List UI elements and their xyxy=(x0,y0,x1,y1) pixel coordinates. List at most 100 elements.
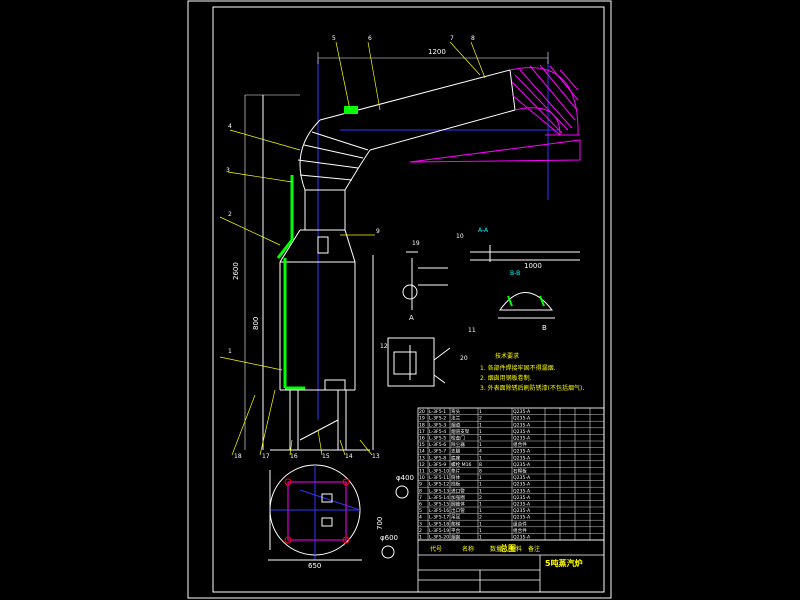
bom-cell: 进口管 xyxy=(451,487,465,494)
bom-header-label: 数量 xyxy=(490,545,502,553)
notes-line-2: 2. 烟囱用钢板卷制. xyxy=(480,374,532,382)
bom-header-label: 备注 xyxy=(528,545,540,553)
bom-cell: 3 xyxy=(419,521,422,527)
bom-cell: 出口管 xyxy=(451,507,465,514)
title-block xyxy=(417,539,605,593)
bom-cell: 14 xyxy=(419,449,425,455)
bom-cell: L-3F5-19 xyxy=(429,528,449,534)
bom-cell: L-3F5-10 xyxy=(429,469,449,475)
part-balloon: 1 xyxy=(228,348,232,355)
dim-plan-height: 700 xyxy=(376,517,384,530)
outer-frame xyxy=(187,0,612,599)
dim-b-width: 1000 xyxy=(524,262,542,270)
bom-cell: 2 xyxy=(479,495,482,501)
dim-top: 1200 xyxy=(428,48,446,56)
bom-cell: 组合件 xyxy=(513,441,527,448)
drawing-type: 总图 xyxy=(500,543,516,553)
bom-cell: L-3F5-11 xyxy=(429,475,449,481)
bom-cell: 1 xyxy=(479,436,482,442)
bom-cell: 13 xyxy=(419,455,425,461)
bom-header-label: 代号 xyxy=(430,545,442,553)
product-name: 5吨蒸汽炉 xyxy=(545,558,583,568)
dim-circle-1: φ400 xyxy=(396,474,414,482)
bom-cell: 除尘器 xyxy=(451,441,465,448)
bom-cell: 1 xyxy=(479,508,482,514)
bom-cell: L-3F5-16 xyxy=(429,508,449,514)
bom-cell: 1 xyxy=(479,475,482,481)
bom-cell: 弯头 xyxy=(451,408,461,415)
bom-cell: L-3F5-6 xyxy=(429,442,446,448)
bom-cell: Q235-A xyxy=(513,422,531,428)
bom-cell: 18 xyxy=(419,422,425,428)
bom-cell: Q235-A xyxy=(513,515,531,521)
bom-cell: 1 xyxy=(479,409,482,415)
bom-cell: 烟囱 xyxy=(451,534,461,541)
part-balloon: 9 xyxy=(376,228,380,235)
part-balloon: 10 xyxy=(456,233,464,240)
bom-cell: 19 xyxy=(419,416,425,422)
bom-cell: 17 xyxy=(419,429,425,435)
bom-cell: 16 xyxy=(419,436,425,442)
platform-marker xyxy=(344,106,358,114)
bom-cell: 8 xyxy=(419,488,422,494)
bom-cell: 1 xyxy=(479,502,482,508)
detail-door xyxy=(387,337,451,387)
bom-cell: 20 xyxy=(419,409,425,415)
bom-cell: 2 xyxy=(479,515,482,521)
bom-cell: 7 xyxy=(419,495,422,501)
bom-cell: 11 xyxy=(419,469,425,475)
bom-cell: L-3F5-3 xyxy=(429,422,446,428)
part-balloon: 3 xyxy=(226,167,230,174)
detail-a xyxy=(402,251,448,310)
bom-cell: 1 xyxy=(479,488,482,494)
bom-cell: Q235-A xyxy=(513,495,531,501)
dim-plan-width: 650 xyxy=(308,562,321,570)
bom-cell: 4 xyxy=(419,515,422,521)
bom-cell: Q235-A xyxy=(513,462,531,468)
part-balloon: 5 xyxy=(332,35,336,42)
bom-header-label: 名称 xyxy=(462,545,474,553)
bom-cell: Q235-A xyxy=(513,436,531,442)
section-b-label: B xyxy=(542,324,547,332)
bom-cell: 1 xyxy=(479,455,482,461)
part-balloon: 2 xyxy=(228,211,232,218)
bom-cell: 15 xyxy=(419,442,425,448)
part-balloon: 13 xyxy=(372,453,380,460)
bom-cell: 1 xyxy=(479,482,482,488)
bom-cell: 2 xyxy=(419,528,422,534)
notes-line-1: 1. 各部件焊接牢固不得漏烟. xyxy=(480,364,556,372)
magenta-elbow xyxy=(409,64,581,163)
bom-cell: 挡板 xyxy=(451,481,461,488)
bom-cell: L-3F5-9 xyxy=(429,462,446,468)
bom-cell: 垫片 xyxy=(451,468,461,475)
notes-line-3: 3. 外表面除锈后刷防锈漆(不包括烟气). xyxy=(480,384,584,392)
bom-cell: 组合件 xyxy=(513,520,527,527)
bom-header-label: 材料 xyxy=(510,545,522,553)
bom-cell: Q235-A xyxy=(513,482,531,488)
inner-frame xyxy=(212,6,605,593)
ladder xyxy=(276,175,305,390)
bom-cell: Q235-A xyxy=(513,475,531,481)
part-balloon: 6 xyxy=(368,35,372,42)
part-balloon: 20 xyxy=(460,355,468,362)
leaders xyxy=(219,41,486,456)
dim-circle-2: φ600 xyxy=(380,534,398,542)
bom-cell: 1 xyxy=(479,429,482,435)
part-balloon: 11 xyxy=(468,327,476,334)
bom-cell: Q235-A xyxy=(513,409,531,415)
bom-cell: L-3F5-4 xyxy=(429,429,446,435)
bom-cell: L-3F5-20 xyxy=(429,535,449,541)
bom-cell: L-3F5-7 xyxy=(429,449,446,455)
bom-cell: Q235-A xyxy=(513,508,531,514)
bom-cell: 4 xyxy=(479,449,482,455)
view-b-label: B-B xyxy=(510,270,520,277)
plan-view xyxy=(268,464,409,561)
notes-title: 技术要求 xyxy=(495,352,519,360)
bom-cell: 检查门 xyxy=(451,435,465,442)
bom-cell: L-3F5-8 xyxy=(429,455,446,461)
part-balloon: 18 xyxy=(234,453,242,460)
part-balloon: 15 xyxy=(322,453,330,460)
bom-cell: 6 xyxy=(419,502,422,508)
bom-cell: L-3F5-14 xyxy=(429,495,449,501)
